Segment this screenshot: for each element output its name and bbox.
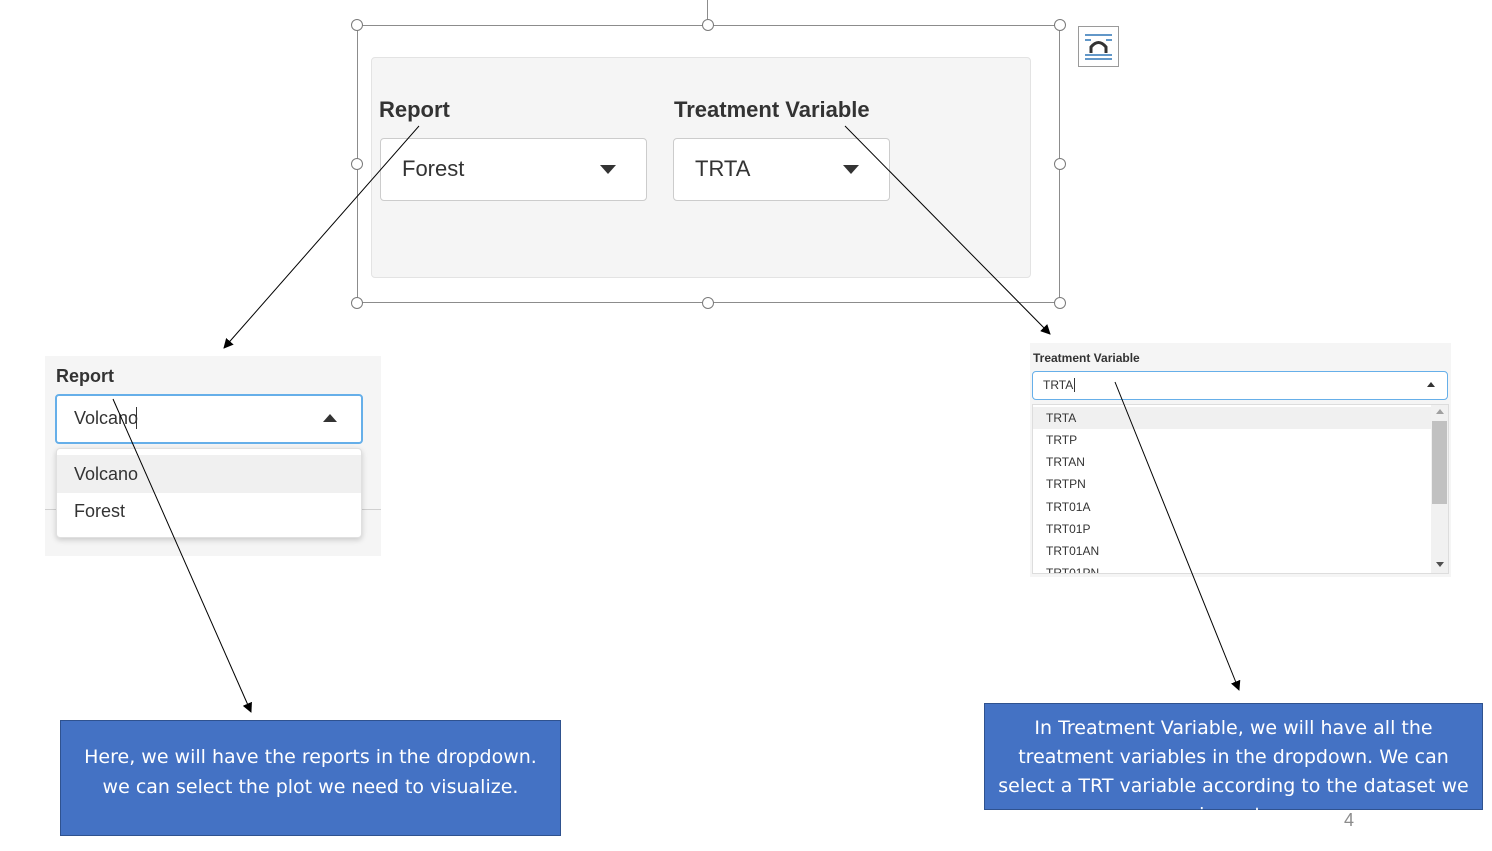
scroll-down-icon[interactable] [1436,562,1444,567]
treatment-variable-label: Treatment Variable [674,97,870,122]
options-scrollbar[interactable] [1431,405,1448,573]
resize-handle-top-left[interactable] [351,19,363,31]
text-cursor [1074,378,1075,392]
report-select-value: Forest [402,156,465,181]
option-label: Forest [74,501,126,521]
report-option-volcano[interactable]: Volcano [57,455,361,493]
resize-handle-right[interactable] [1054,158,1066,170]
text-cursor [136,407,137,429]
resize-handle-bottom-right[interactable] [1054,297,1066,309]
treatment-option-trta[interactable]: TRTA [1046,411,1077,425]
report-label: Report [379,97,450,122]
treatment-options-menu: TRTA TRTP TRTAN TRTPN TRT01A TRT01P TRT0… [1032,404,1449,574]
resize-handle-bottom-left[interactable] [351,297,363,309]
treatment-option-trt01an[interactable]: TRT01AN [1046,544,1100,558]
resize-handle-top[interactable] [702,19,714,31]
report-dropdown-screenshot: Report Volcano Volcano Forest [45,356,381,556]
report-search-input[interactable]: Volcano [55,394,363,444]
treatment-select-value: TRTA [695,156,751,181]
report-dropdown-label: Report [56,366,114,386]
report-select[interactable]: Forest [380,138,647,201]
layout-options-button[interactable] [1078,26,1119,67]
treatment-dropdown-label: Treatment Variable [1033,351,1140,365]
slide-number: 4 [1344,810,1355,830]
report-callout: Here, we will have the reports in the dr… [60,720,561,836]
treatment-option-trtpn[interactable]: TRTPN [1046,477,1086,491]
treatment-callout: In Treatment Variable, we will have all … [984,703,1483,826]
treatment-input-value: TRTA [1043,378,1074,392]
arrow-report-to-dropdown [223,125,420,349]
scrollbar-thumb[interactable] [1432,421,1447,504]
caret-down-icon [843,165,859,174]
report-input-value: Volcano [74,408,139,428]
resize-handle-left[interactable] [351,158,363,170]
caret-down-icon [600,165,616,174]
arrow-treatment-to-dropdown [844,125,1051,335]
arrow-treatment-to-callout [1114,381,1241,691]
report-callout-text: Here, we will have the reports in the dr… [84,746,537,798]
highlighted-option-bg [1033,407,1431,429]
caret-up-icon [323,414,337,422]
treatment-option-trt01p[interactable]: TRT01P [1046,522,1091,536]
treatment-option-trt01a[interactable]: TRT01A [1046,500,1091,514]
scroll-up-icon[interactable] [1436,409,1444,414]
treatment-dropdown-screenshot: Treatment Variable TRTA TRTA TRTP TRTAN … [1030,343,1451,577]
treatment-option-trt01pn[interactable]: TRT01PN [1046,566,1100,574]
resize-handle-top-right[interactable] [1054,19,1066,31]
layout-options-icon [1085,34,1112,60]
treatment-search-input[interactable]: TRTA [1032,371,1448,400]
rotation-handle-stem [707,0,708,19]
treatment-callout-text: In Treatment Variable, we will have all … [998,717,1469,826]
arrow-report-to-callout [112,398,252,713]
resize-handle-bottom[interactable] [702,297,714,309]
report-options-menu: Volcano Forest [56,448,362,538]
caret-up-icon [1427,382,1435,387]
report-option-forest[interactable]: Forest [57,493,361,531]
treatment-variable-select[interactable]: TRTA [673,138,890,201]
option-label: Volcano [74,464,139,484]
treatment-option-trtp[interactable]: TRTP [1046,433,1078,447]
treatment-option-trtan[interactable]: TRTAN [1046,455,1085,469]
